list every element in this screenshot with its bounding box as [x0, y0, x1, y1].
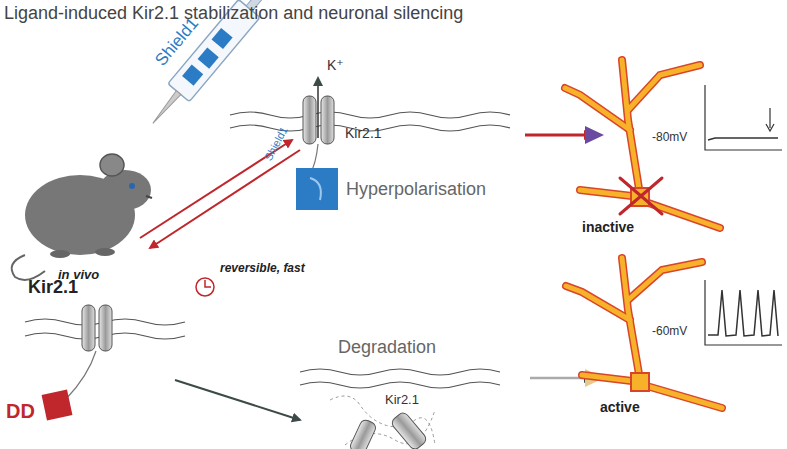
neuron-active [566, 258, 722, 408]
voltage-trace-spikes [705, 280, 782, 345]
state-label: active [600, 400, 640, 415]
membrane-bottom [300, 369, 500, 388]
domain-label: DD [6, 400, 35, 422]
mouse [12, 154, 152, 280]
channel-label: Kir2.1 [345, 126, 382, 141]
kir-channel [42, 305, 112, 420]
channel-label: Kir2.1 [385, 393, 419, 407]
voltage-label: -60mV [652, 325, 687, 338]
voltage-trace-flat [705, 85, 782, 150]
degraded-kir [330, 396, 435, 449]
process-label: Hyperpolarisation [346, 180, 486, 200]
ion-label: K⁺ [327, 58, 344, 73]
kir-channel-open [296, 78, 338, 210]
process-label: Degradation [338, 338, 436, 358]
note-label: reversible, fast [220, 262, 305, 275]
voltage-label: -80mV [652, 131, 687, 144]
title: Ligand-induced Kir2.1 stabilization and … [4, 4, 463, 24]
state-label: inactive [582, 220, 634, 235]
clock-icon [196, 278, 214, 296]
neuron-inactive [565, 60, 720, 228]
arrow [525, 134, 592, 137]
channel-label: Kir2.1 [28, 278, 78, 298]
